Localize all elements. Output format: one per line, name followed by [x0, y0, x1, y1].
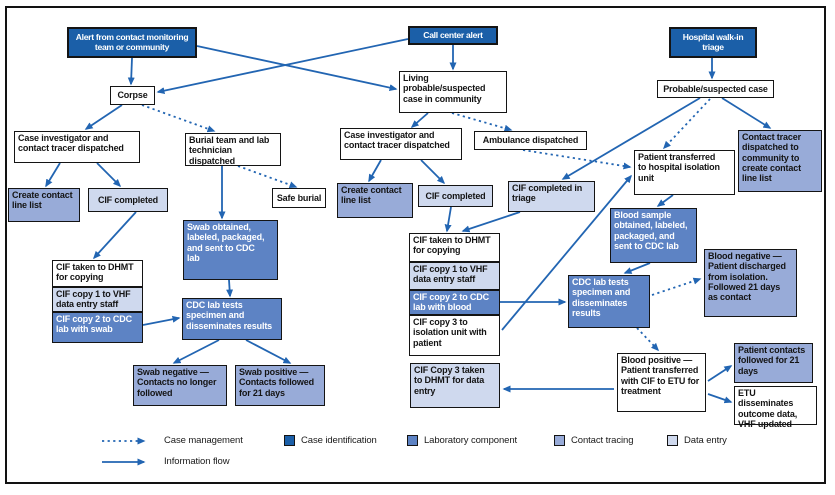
node-swab-positive: Swab positive — Contacts followed for 21…: [235, 365, 325, 406]
edge-blood-positive--patient-contacts: [707, 365, 733, 382]
legend-swatch-contact-tracing: [554, 435, 565, 446]
edge-living-case--case-investigator-mid: [410, 112, 429, 128]
node-corpse: Corpse: [110, 86, 155, 105]
legend-swatch-case-identification: [284, 435, 295, 446]
edge-probable-suspected-case--contact-tracer-dispatched: [721, 97, 772, 129]
node-cif-completed-left: CIF completed: [88, 188, 168, 212]
edge-swab-obtained--cdc-lab-tests-left: [226, 279, 234, 298]
legend-label: Case identification: [301, 435, 377, 446]
edge-blood-positive--etu-disseminates: [707, 393, 733, 404]
node-blood-negative: Blood negative — Patient discharged from…: [704, 249, 797, 317]
edge-living-case--ambulance-dispatched: [451, 112, 513, 132]
edge-case-investigator-mid--create-line-list-mid: [368, 159, 382, 183]
edge-probable-suspected-case--patient-transferred: [662, 98, 711, 150]
node-living-case: Living probable/suspected case in commun…: [399, 71, 507, 113]
node-cif-copy1-left: CIF copy 1 to VHF data entry staff: [52, 287, 143, 312]
edge-cif-copy3-isolation--patient-transferred: [501, 174, 632, 331]
edge-cdc-lab-tests-right--blood-positive: [636, 327, 660, 352]
case-management-arrow-icon: [102, 437, 146, 444]
node-safe-burial: Safe burial: [272, 188, 326, 208]
node-alert-monitoring: Alert from contact monitoring team or co…: [67, 27, 197, 58]
legend-item-laboratory-component: Laboratory component: [407, 434, 517, 447]
node-swab-obtained: Swab obtained, labeled, packaged, and se…: [183, 220, 278, 280]
edge-ambulance-dispatched--patient-transferred: [522, 149, 632, 170]
legend-item-case-management: Case management: [100, 434, 243, 447]
node-patient-transferred: Patient transferred to hospital isolatio…: [634, 150, 735, 195]
node-blood-positive: Blood positive — Patient transferred wit…: [617, 353, 706, 412]
edge-burial-team--safe-burial: [237, 165, 298, 189]
information-flow-arrow-icon: [102, 458, 146, 465]
node-cif-dhmt-mid: CIF taken to DHMT for copying: [409, 233, 500, 262]
node-contact-tracer-dispatched: Contact tracer dispatched to community t…: [738, 130, 822, 192]
node-cif-dhmt-left: CIF taken to DHMT for copying: [52, 260, 143, 287]
edge-cif-completed-mid--cif-dhmt-mid: [444, 206, 452, 233]
legend-label: Information flow: [164, 456, 230, 467]
edge-case-investigator-left--create-line-list-left: [45, 162, 61, 188]
legend-label: Laboratory component: [424, 435, 518, 446]
node-ambulance-dispatched: Ambulance dispatched: [474, 131, 587, 150]
node-probable-suspected-case: Probable/suspected case: [657, 80, 774, 98]
node-cif-copy3-isolation: CIF copy 3 to isolation unit with patien…: [409, 315, 500, 356]
legend-item-case-identification: Case identification: [284, 434, 377, 447]
node-cif-copy2-blood: CIF copy 2 to CDC lab with blood: [409, 290, 500, 315]
node-create-line-list-left: Create contact line list: [8, 188, 80, 222]
legend-item-information-flow: Information flow: [100, 455, 230, 468]
edge-cdc-lab-tests-right--blood-negative: [651, 277, 702, 296]
legend-item-data-entry: Data entry: [667, 434, 727, 447]
node-swab-negative: Swab negative — Contacts no longer follo…: [133, 365, 227, 406]
legend-label: Case management: [164, 435, 243, 446]
node-cif-copy1-mid: CIF copy 1 to VHF data entry staff: [409, 262, 500, 290]
edge-probable-suspected-case--cif-triage: [561, 97, 701, 180]
edge-alert-monitoring--living-case: [196, 45, 398, 92]
node-cdc-lab-tests-right: CDC lab tests specimen and disseminates …: [568, 275, 650, 328]
edge-cdc-lab-tests-left--swab-negative: [172, 339, 220, 364]
node-call-center-alert: Call center alert: [408, 26, 498, 45]
node-cdc-lab-tests-left: CDC lab tests specimen and disseminates …: [182, 298, 282, 340]
legend-label: Contact tracing: [571, 435, 634, 446]
node-create-line-list-mid: Create contact line list: [337, 183, 413, 218]
figure-frame: [5, 6, 826, 484]
edge-cif-copy2-swab--cdc-lab-tests-left: [142, 315, 181, 326]
legend-label: Data entry: [684, 435, 727, 446]
edge-case-investigator-left--cif-completed-left: [96, 162, 122, 188]
node-case-investigator-left: Case investigator and contact tracer dis…: [14, 131, 140, 163]
edge-cdc-lab-tests-left--swab-positive: [245, 339, 292, 364]
legend-swatch-data-entry: [667, 435, 678, 446]
edge-patient-transferred--blood-sample: [656, 194, 674, 207]
node-patient-contacts: Patient contacts followed for 21 days: [734, 343, 813, 383]
node-blood-sample: Blood sample obtained, labeled, packaged…: [610, 208, 697, 263]
node-cif-copy3-taken: CIF Copy 3 taken to DHMT for data entry: [410, 363, 500, 408]
legend-item-contact-tracing: Contact tracing: [554, 434, 634, 447]
edge-alert-monitoring--corpse: [127, 57, 135, 86]
edge-case-investigator-mid--cif-completed-mid: [420, 159, 446, 185]
node-hospital-walk-in-triage: Hospital walk-in triage: [669, 27, 757, 58]
node-cif-copy2-swab: CIF copy 2 to CDC lab with swab: [52, 312, 143, 343]
node-cif-completed-mid: CIF completed: [418, 185, 493, 207]
edge-corpse--case-investigator-left: [84, 104, 123, 130]
edge-cif-completed-left--cif-dhmt-left: [92, 211, 137, 260]
node-cif-triage: CIF completed in triage: [508, 181, 595, 212]
edge-blood-sample--cdc-lab-tests-right: [623, 262, 651, 274]
edge-cif-triage--cif-dhmt-mid: [461, 211, 521, 233]
node-burial-team: Burial team and lab technician dispatche…: [185, 133, 281, 166]
legend-swatch-laboratory-component: [407, 435, 418, 446]
node-case-investigator-mid: Case investigator and contact tracer dis…: [340, 128, 462, 160]
node-etu-disseminates: ETU disseminates outcome data, VHF updat…: [734, 386, 817, 429]
edge-corpse--burial-team: [141, 104, 216, 133]
edge-call-center-alert--corpse: [156, 38, 409, 95]
